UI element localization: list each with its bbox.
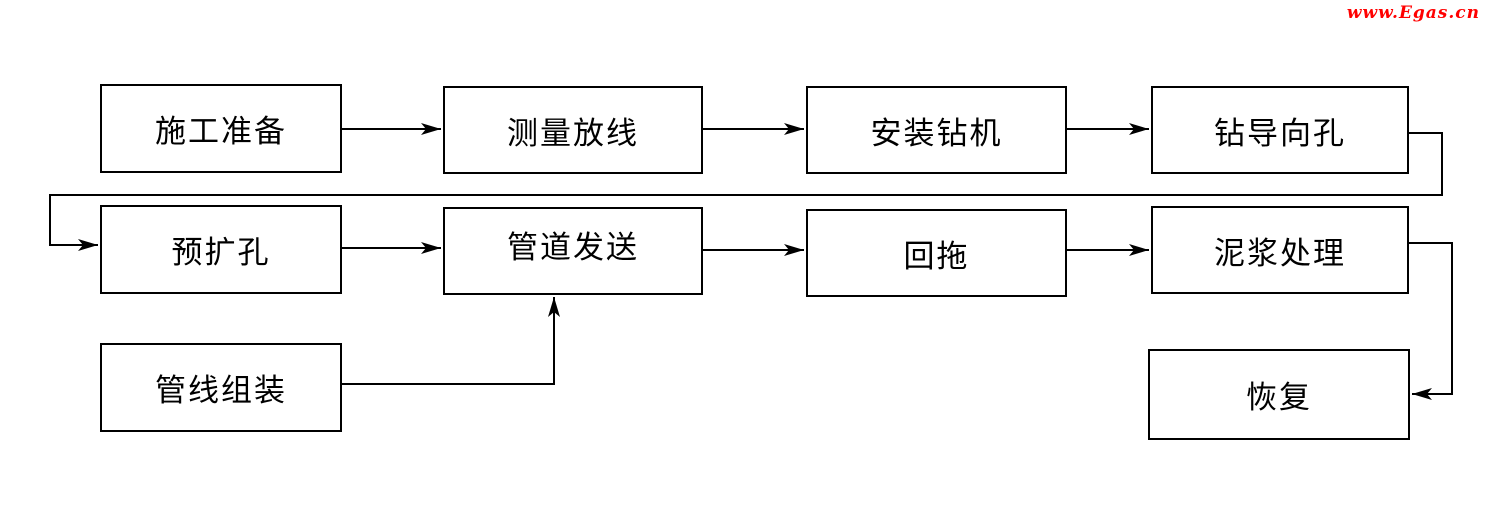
node-install-drill-rig: 安装钻机 — [806, 86, 1067, 174]
node-pullback: 回拖 — [806, 209, 1067, 297]
node-label: 安装钻机 — [870, 115, 1003, 152]
node-survey-setting-out: 测量放线 — [443, 86, 703, 174]
node-construction-preparation: 施工准备 — [100, 84, 342, 173]
node-restoration: 恢复 — [1148, 349, 1410, 440]
node-pre-reaming: 预扩孔 — [100, 205, 342, 294]
node-label: 预扩孔 — [171, 235, 271, 271]
node-label: 管线组装 — [155, 373, 287, 409]
node-label: 钻导向孔 — [1214, 115, 1346, 152]
node-pipe-sending: 管道发送 — [443, 207, 703, 295]
node-pipeline-assembly: 管线组装 — [100, 343, 342, 432]
node-label: 泥浆处理 — [1214, 235, 1346, 272]
edge-assembly-to-pipe-sending — [342, 297, 560, 385]
site-watermark: www.Egas.cn — [1346, 3, 1480, 23]
node-label: 管道发送 — [507, 229, 639, 266]
edge-mud-treatment-to-restoration — [1409, 242, 1453, 400]
edge-pilot-hole-to-pre-reaming-wrap — [49, 132, 1443, 251]
node-mud-treatment: 泥浆处理 — [1151, 206, 1409, 294]
node-label: 施工准备 — [155, 114, 287, 150]
node-label: 测量放线 — [507, 115, 639, 152]
node-label: 回拖 — [903, 238, 970, 275]
node-label: 恢复 — [1246, 380, 1312, 416]
node-drill-pilot-hole: 钻导向孔 — [1151, 86, 1409, 174]
